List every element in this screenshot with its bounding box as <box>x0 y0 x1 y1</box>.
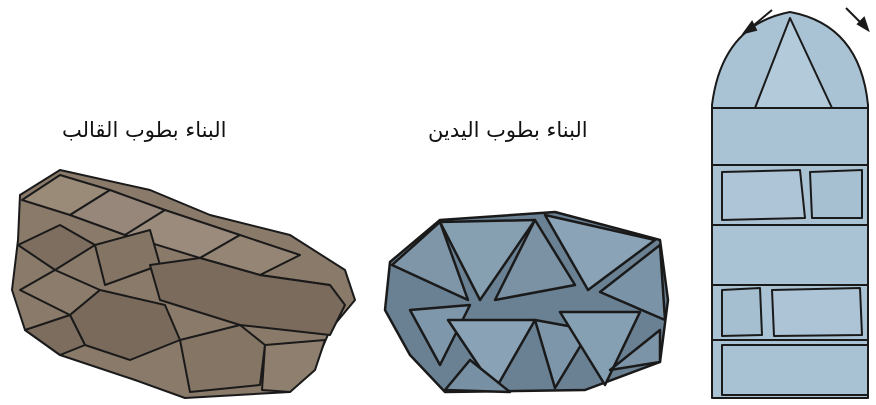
arrow-right-icon <box>846 8 868 30</box>
arch-brick <box>722 170 805 220</box>
arch-brick <box>810 170 862 218</box>
mold-brick <box>262 340 325 392</box>
arch-brick <box>772 288 862 336</box>
mold-brick-wall <box>12 170 355 398</box>
arch-brick <box>722 288 762 336</box>
arch-brick <box>722 345 868 395</box>
arch-column <box>712 12 868 398</box>
hand-brick-wall <box>385 212 668 392</box>
